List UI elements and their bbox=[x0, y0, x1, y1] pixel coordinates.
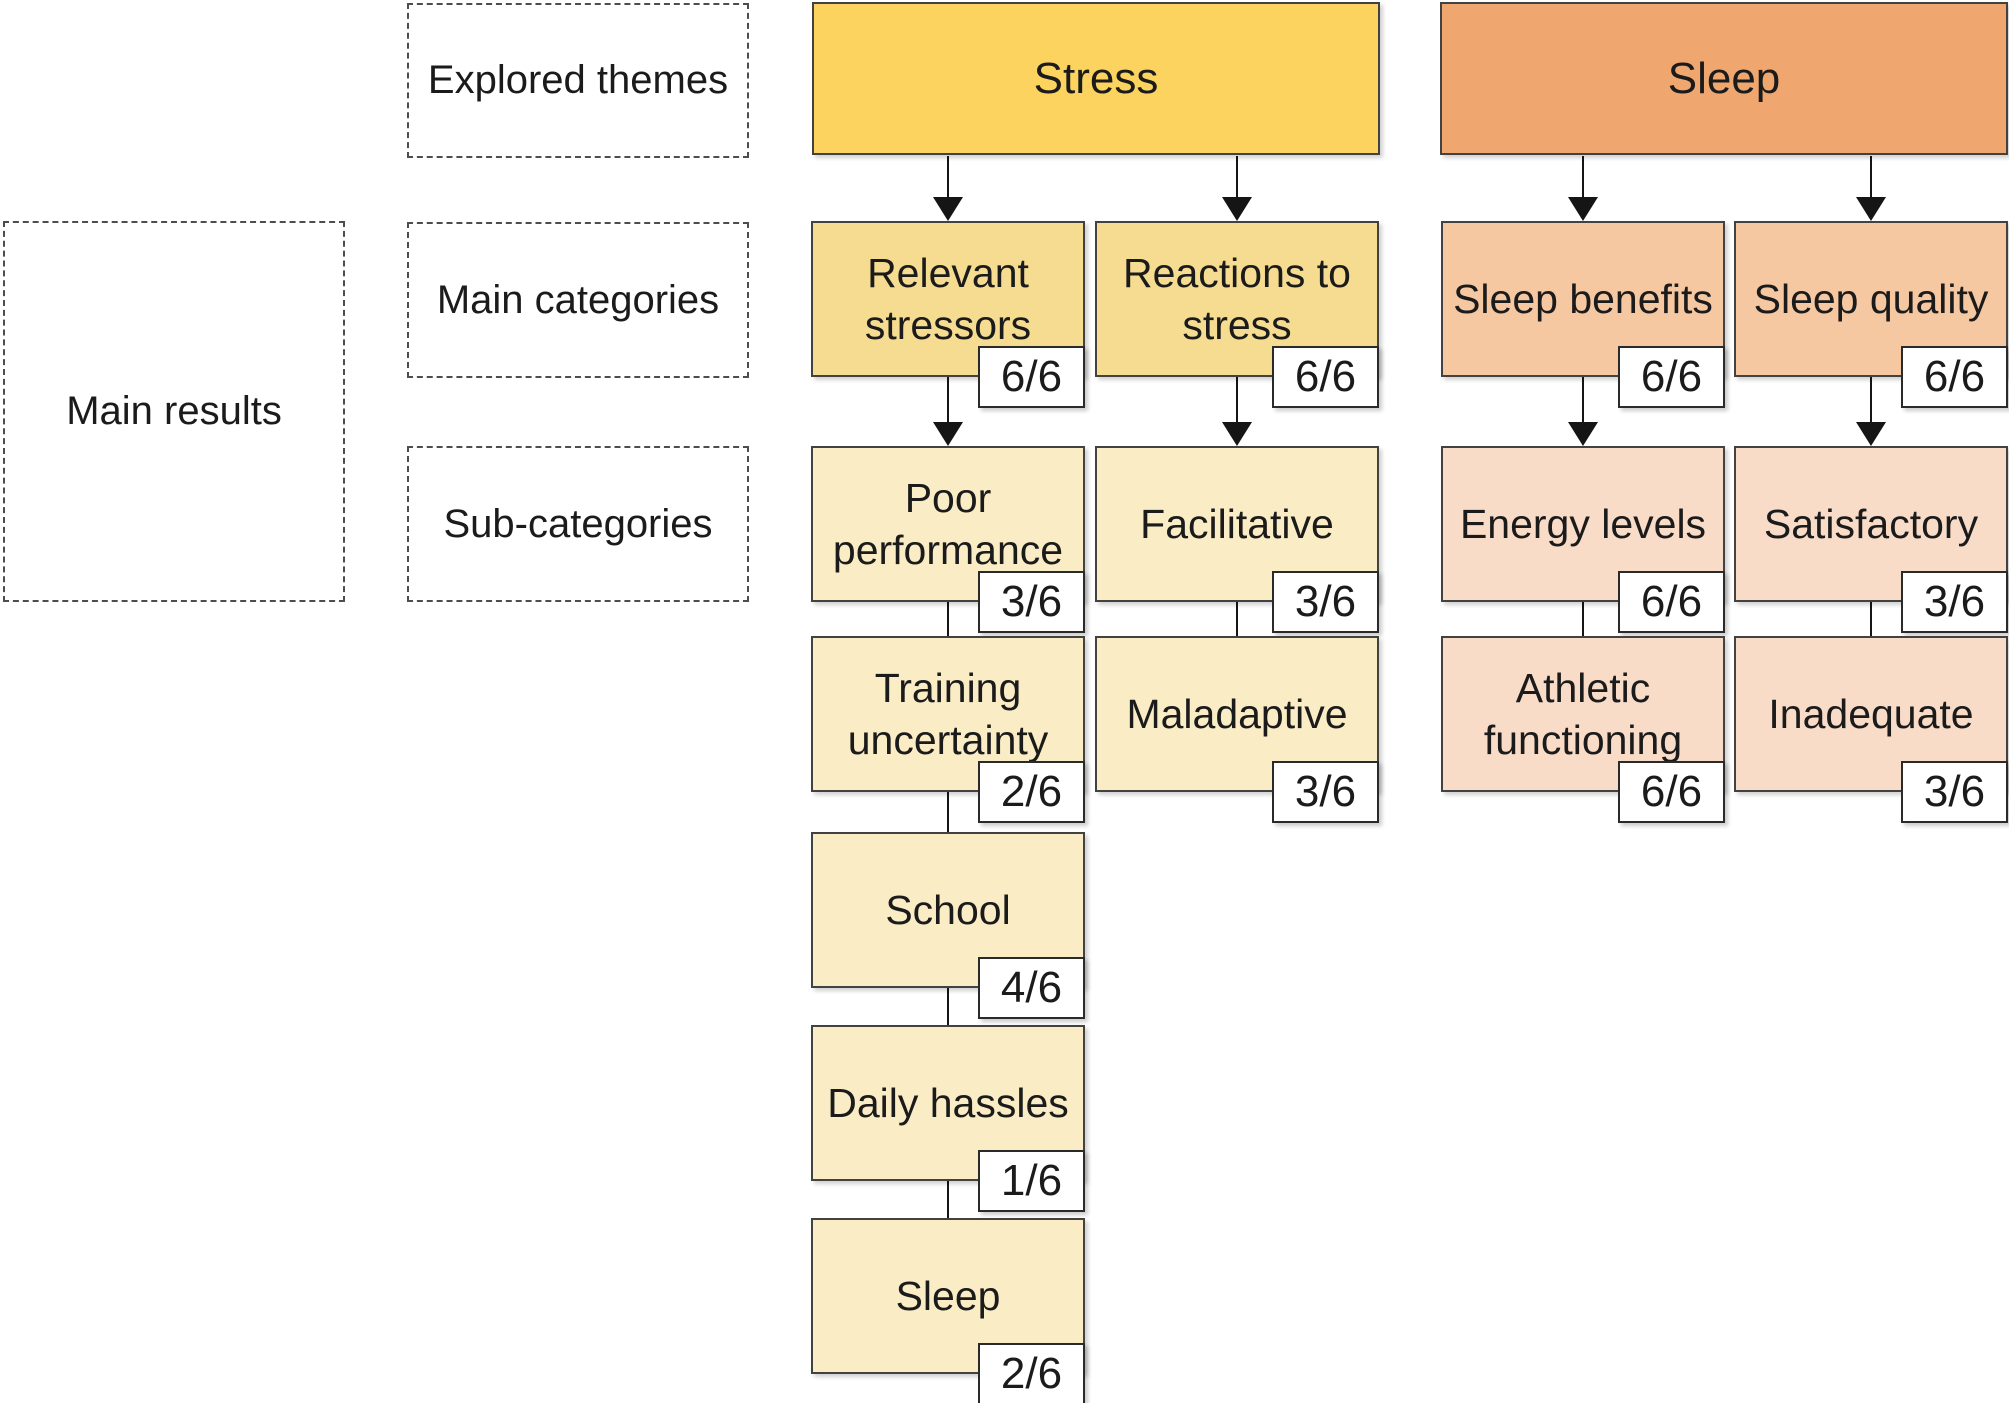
arrowhead-icon bbox=[933, 197, 963, 221]
theme-header-sleep: Sleep bbox=[1440, 2, 2008, 155]
sub-label: Inadequate bbox=[1768, 690, 1974, 737]
count-badge: 3/6 bbox=[978, 571, 1085, 633]
sub-sleep: Sleep 2/6 bbox=[811, 1218, 1085, 1403]
count-badge: 6/6 bbox=[1618, 761, 1725, 823]
arrowhead-icon bbox=[933, 422, 963, 446]
sub-inadequate: Inadequate 3/6 bbox=[1734, 636, 2008, 823]
category-label: Relevant stressors bbox=[864, 249, 1032, 348]
arrow-line bbox=[1870, 156, 1872, 198]
category-label: Sleep benefits bbox=[1453, 275, 1713, 322]
arrow-line bbox=[1236, 377, 1238, 423]
sub-daily-hassles: Daily hassles 1/6 bbox=[811, 1025, 1085, 1212]
count-badge: 2/6 bbox=[978, 761, 1085, 823]
connector-line bbox=[947, 602, 949, 636]
main-results-label-box: Main results bbox=[3, 221, 345, 602]
count-badge: 6/6 bbox=[1618, 346, 1725, 408]
sub-label: School bbox=[885, 886, 1011, 933]
sub-categories-label: Sub-categories bbox=[443, 501, 713, 546]
arrow-line bbox=[1582, 377, 1584, 423]
explored-themes-label: Explored themes bbox=[427, 58, 729, 102]
main-categories-label: Main categories bbox=[436, 277, 720, 322]
arrowhead-icon bbox=[1222, 422, 1252, 446]
category-relevant-stressors: Relevant stressors 6/6 bbox=[811, 221, 1085, 408]
arrow-line bbox=[1870, 377, 1872, 423]
category-sleep-quality: Sleep quality 6/6 bbox=[1734, 221, 2008, 408]
sub-training-uncertainty: Training uncertainty 2/6 bbox=[811, 636, 1085, 823]
arrow-line bbox=[947, 156, 949, 198]
sub-label: Daily hassles bbox=[827, 1079, 1069, 1126]
sub-poor-performance: Poor performance 3/6 bbox=[811, 446, 1085, 633]
sub-label: Energy levels bbox=[1459, 500, 1707, 547]
connector-line bbox=[947, 792, 949, 832]
sub-label: Maladaptive bbox=[1126, 690, 1348, 737]
sub-label: Satisfactory bbox=[1763, 500, 1979, 547]
count-badge: 6/6 bbox=[978, 346, 1085, 408]
category-reactions-to-stress: Reactions to stress 6/6 bbox=[1095, 221, 1379, 408]
sub-label: Athletic functioning bbox=[1483, 664, 1683, 763]
count-badge: 2/6 bbox=[978, 1343, 1085, 1403]
theme-header-stress: Stress bbox=[812, 2, 1380, 155]
sub-energy-levels: Energy levels 6/6 bbox=[1441, 446, 1725, 633]
explored-themes-label-box: Explored themes bbox=[407, 3, 749, 158]
main-results-label: Main results bbox=[66, 389, 282, 433]
connector-line bbox=[947, 988, 949, 1025]
sub-label: Sleep bbox=[895, 1272, 1001, 1319]
sub-maladaptive: Maladaptive 3/6 bbox=[1095, 636, 1379, 823]
sub-label: Poor performance bbox=[832, 474, 1064, 573]
theme-label: Sleep bbox=[1667, 53, 1781, 103]
arrowhead-icon bbox=[1222, 197, 1252, 221]
sub-athletic-functioning: Athletic functioning 6/6 bbox=[1441, 636, 1725, 823]
sub-categories-label-box: Sub-categories bbox=[407, 446, 749, 602]
arrowhead-icon bbox=[1568, 197, 1598, 221]
arrow-line bbox=[947, 377, 949, 423]
count-badge: 3/6 bbox=[1272, 571, 1379, 633]
category-label: Reactions to stress bbox=[1123, 249, 1351, 348]
count-badge: 6/6 bbox=[1272, 346, 1379, 408]
sub-school: School 4/6 bbox=[811, 832, 1085, 1019]
sub-satisfactory: Satisfactory 3/6 bbox=[1734, 446, 2008, 633]
arrowhead-icon bbox=[1856, 197, 1886, 221]
connector-line bbox=[1236, 602, 1238, 636]
connector-line bbox=[947, 1181, 949, 1218]
category-label: Sleep quality bbox=[1753, 275, 1989, 322]
main-categories-label-box: Main categories bbox=[407, 222, 749, 378]
count-badge: 3/6 bbox=[1901, 761, 2008, 823]
count-badge: 1/6 bbox=[978, 1150, 1085, 1212]
count-badge: 3/6 bbox=[1272, 761, 1379, 823]
category-sleep-benefits: Sleep benefits 6/6 bbox=[1441, 221, 1725, 408]
theme-label: Stress bbox=[1033, 53, 1159, 103]
arrowhead-icon bbox=[1856, 422, 1886, 446]
arrow-line bbox=[1236, 156, 1238, 198]
arrowhead-icon bbox=[1568, 422, 1598, 446]
count-badge: 4/6 bbox=[978, 957, 1085, 1019]
sub-facilitative: Facilitative 3/6 bbox=[1095, 446, 1379, 633]
connector-line bbox=[1582, 602, 1584, 636]
count-badge: 6/6 bbox=[1618, 571, 1725, 633]
sub-label: Facilitative bbox=[1140, 500, 1334, 547]
connector-line bbox=[1870, 602, 1872, 636]
sub-label: Training uncertainty bbox=[847, 664, 1049, 763]
count-badge: 6/6 bbox=[1901, 346, 2008, 408]
count-badge: 3/6 bbox=[1901, 571, 2008, 633]
arrow-line bbox=[1582, 156, 1584, 198]
